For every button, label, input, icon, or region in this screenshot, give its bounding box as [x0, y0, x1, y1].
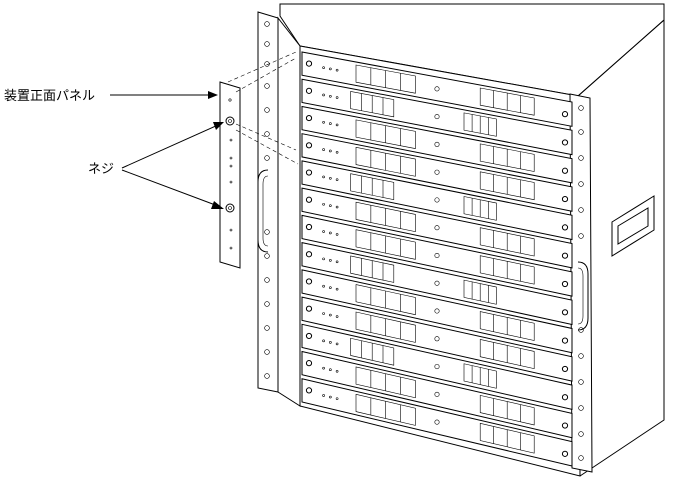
left-front-handle [257, 169, 269, 253]
module-slot [301, 133, 573, 212]
module-slot [301, 269, 573, 354]
front-panel-detached [219, 81, 241, 269]
side-handle [611, 195, 655, 257]
module-slot [301, 323, 573, 411]
left-rack-ear [257, 11, 301, 407]
module-slot [301, 78, 573, 156]
right-rack-ear-holes [578, 105, 584, 461]
module-slots [301, 51, 573, 467]
label-screws: ネジ [88, 162, 114, 177]
panel-screw-bottom [225, 203, 235, 213]
module-slot [301, 296, 573, 382]
right-rack-ear [569, 93, 593, 473]
module-slot [301, 350, 573, 439]
module-slot [301, 214, 573, 297]
module-slot [301, 160, 573, 241]
module-slot [301, 105, 573, 184]
module-slot [301, 378, 573, 467]
callout-front-panel [110, 91, 218, 99]
module-slot [301, 241, 573, 326]
panel-screw-top [225, 116, 235, 126]
callout-screws [121, 122, 224, 209]
left-rack-ear-holes [264, 21, 270, 379]
right-front-handle [577, 261, 589, 331]
alignment-guides [227, 51, 299, 165]
module-slot [301, 187, 573, 269]
label-front-panel: 装置正面パネル [4, 89, 95, 104]
module-slot [301, 51, 573, 127]
